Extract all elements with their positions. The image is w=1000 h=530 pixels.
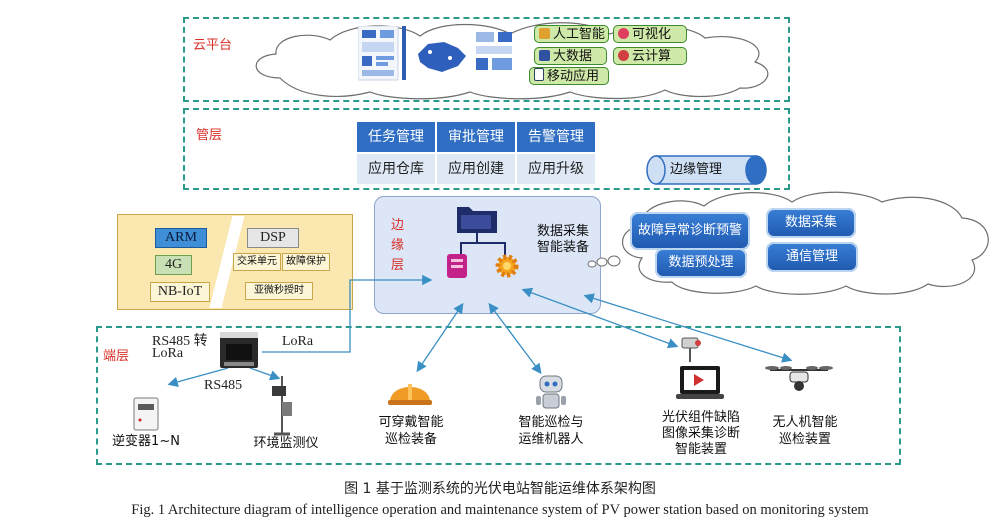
converter-device-icon — [220, 332, 258, 368]
mobile-app-icon — [534, 68, 544, 81]
lora-link-label: LoRa — [282, 334, 314, 349]
data-preprocessing-block: 数据预处理 — [655, 248, 747, 278]
ai-tag: 人工智能 — [534, 25, 609, 43]
rs485-lora-converter-label-1: RS485 转 — [152, 334, 208, 349]
wearable-device-label-2: 巡检装备 — [384, 432, 437, 447]
rs485-link-label: RS485 — [204, 378, 243, 393]
4g-chip: 4G — [155, 255, 192, 275]
edge-layer-title-2: 缘 — [391, 238, 405, 253]
camera-laptop-icon — [676, 337, 724, 399]
arm-chip: ARM — [155, 228, 207, 248]
edge-management-label: 边缘管理 — [669, 162, 722, 177]
task-management-cell: 任务管理 — [357, 122, 437, 152]
drone-icon — [765, 366, 833, 391]
ai-icon — [539, 28, 550, 39]
drone-label-2: 巡检装置 — [778, 432, 831, 447]
edge-management-cylinder — [646, 155, 767, 185]
alarm-management-cell: 告警管理 — [517, 122, 597, 152]
app-repository-cell: 应用仓库 — [357, 154, 437, 184]
wearable-device-label-1: 可穿戴智能 — [378, 415, 444, 430]
visualization-tag: 可视化 — [613, 25, 687, 43]
server-icon — [447, 254, 467, 278]
gear-icon — [495, 254, 519, 278]
communication-management-block: 通信管理 — [766, 242, 858, 272]
edge-layer-title-1: 边 — [391, 218, 405, 233]
fault-protection-chip: 故障保护 — [282, 253, 330, 271]
cloud-computing-tag: 云计算 — [613, 47, 687, 65]
environment-monitor-icon — [272, 376, 292, 436]
pv-defect-label-3: 智能装置 — [674, 442, 727, 457]
fault-diagnosis-block: 故障异常诊断预警 — [630, 212, 750, 250]
terminal-layer-title: 端层 — [103, 349, 130, 364]
big-data-icon — [539, 50, 550, 61]
connector-lines — [460, 233, 506, 257]
folder-icon — [457, 207, 497, 233]
visualization-icon — [618, 28, 629, 39]
robot-label-2: 运维机器人 — [518, 432, 584, 447]
caption-english: Fig. 1 Architecture diagram of intellige… — [131, 502, 869, 518]
thought-bubbles — [587, 255, 621, 268]
smart-helmet-icon — [388, 384, 432, 405]
data-collection-block: 数据采集 — [766, 208, 856, 238]
timing-chip: 亚微秒授时 — [245, 282, 313, 300]
smart-equipment-label: 智能装备 — [536, 240, 589, 255]
inverter-icon — [133, 397, 159, 431]
dashboard-screenshot — [358, 26, 512, 81]
drone-label-1: 无人机智能 — [772, 415, 838, 430]
pv-defect-label-2: 图像采集诊断 — [661, 426, 740, 441]
sampling-unit-chip: 交采单元 — [233, 253, 281, 271]
approval-management-cell: 审批管理 — [437, 122, 517, 152]
pv-defect-label-1: 光伏组件缺陷 — [661, 410, 740, 425]
mobile-app-tag: 移动应用 — [529, 67, 609, 85]
robot-label-1: 智能巡检与 — [518, 415, 584, 430]
caption-chinese: 图 1 基于监测系统的光伏电站智能运维体系架构图 — [344, 481, 656, 497]
data-collection-label: 数据采集 — [536, 224, 589, 239]
rs485-lora-converter-label-2: LoRa — [152, 346, 184, 361]
inverter-label: 逆变器1~N — [112, 434, 180, 449]
management-layer-title: 管层 — [196, 128, 223, 143]
cloud-platform-layer — [183, 17, 790, 102]
management-layer — [183, 108, 790, 190]
robot-icon — [536, 375, 566, 409]
app-create-cell: 应用创建 — [437, 154, 517, 184]
dsp-chip: DSP — [247, 228, 299, 248]
cloud-computing-icon — [618, 50, 629, 61]
environment-monitor-label: 环境监测仪 — [253, 436, 319, 451]
edge-layer-title-3: 层 — [391, 258, 405, 273]
app-upgrade-cell: 应用升级 — [517, 154, 597, 184]
big-data-tag: 大数据 — [534, 47, 607, 65]
nbiot-chip: NB-IoT — [150, 282, 210, 302]
cloud-layer-title: 云平台 — [193, 38, 233, 53]
